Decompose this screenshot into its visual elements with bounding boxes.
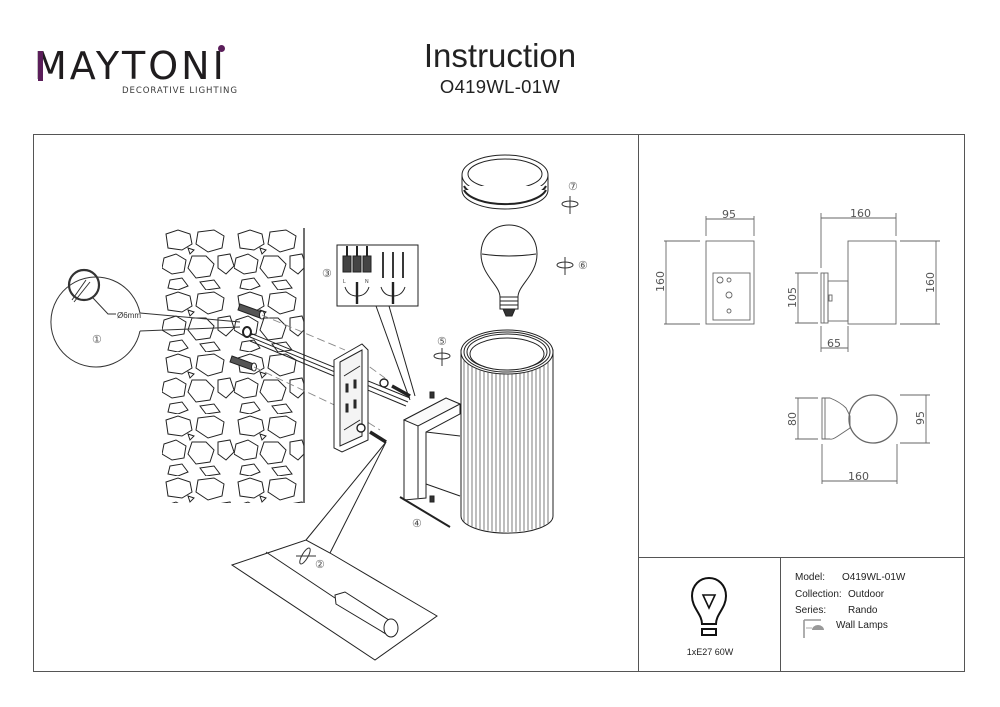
step-4-marker: ④ [412,518,422,530]
side-depth-dim: 160 [850,207,871,220]
bracket-screws [356,378,411,444]
step-1-marker: ① [92,334,102,346]
model-code: O419WL-01W [439,76,561,97]
step-2-marker: ② [315,559,325,571]
glass-cover [461,154,549,210]
spec-value-series: Rando [848,605,878,616]
top-base-width-dim: 80 [786,412,799,426]
screw-icon-step-2 [296,547,316,565]
spec-value-collection: Outdoor [848,589,885,600]
rotate-icon-step-6 [556,257,574,275]
brand-logo: MAYTONI DECORATIVE LIGHTING [34,44,239,96]
terminal-label-n: N [365,279,369,285]
step-3-marker: ③ [322,268,332,280]
frame-divider-specs [780,557,781,672]
drill-detail-magnifier [50,268,241,368]
bulb-spec: 1xE27 60W [686,647,734,657]
screwdriver-detail [230,441,438,661]
side-view-drawing [795,213,940,352]
lamp-arm [402,391,462,503]
arm-gasket [399,496,451,528]
frame-divider-vertical [638,134,639,672]
front-height-dim: 160 [654,271,667,292]
side-base-height-dim: 105 [786,287,799,308]
brand-wordmark: MAYTONI [34,44,227,88]
terminal-label-l: L [343,279,346,285]
wiring-detail [336,244,419,401]
side-base-depth-dim: 65 [827,337,841,350]
bulb-icon [690,576,728,636]
spec-label-collection: Collection: [795,589,842,600]
top-depth-dim: 160 [848,470,869,483]
stone-wall [162,228,305,503]
drawing-frame [33,134,965,672]
front-width-dim: 95 [722,208,736,221]
mounting-bracket [333,343,369,453]
spec-label-series: Series: [795,605,827,616]
step-7-marker: ⑦ [568,181,578,193]
brand-name: MAYTONI [34,44,227,88]
spec-lamp-type: Wall Lamps [836,620,888,631]
page-title: Instruction [423,37,577,74]
light-bulb [480,224,538,317]
brand-dot [217,45,225,52]
step-6-marker: ⑥ [578,260,588,272]
side-height-dim: 160 [924,272,937,293]
wall-anchors [229,303,265,372]
wall-lamp-icon [803,619,824,638]
cylinder-ribs [463,359,549,532]
drill-size-label: Ø6mm [117,311,141,320]
front-view-drawing [664,216,755,325]
step-5-marker: ⑤ [437,336,447,348]
lamp-cylinder-body [460,329,554,534]
spec-value-model: O419WL-01W [842,572,906,583]
brand-tagline: DECORATIVE LIGHTING [122,86,238,96]
rotate-icon-step-5 [433,348,451,366]
top-diameter-dim: 95 [914,411,927,425]
top-view-drawing [795,394,930,484]
frame-divider-horizontal [638,557,965,558]
rotate-icon-step-7 [561,196,579,214]
spec-label-model: Model: [795,572,826,583]
